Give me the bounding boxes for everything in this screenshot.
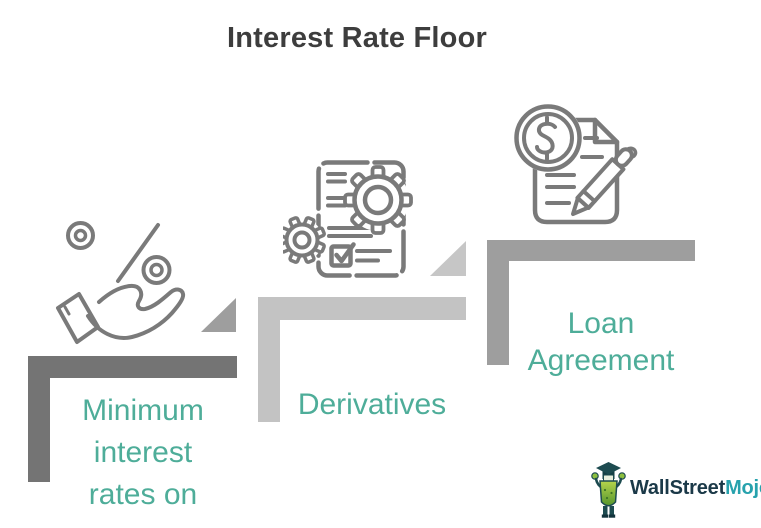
checkbox-glyph	[329, 244, 353, 268]
step-bar-3	[487, 240, 695, 365]
dollar-coin-glyph	[514, 104, 582, 172]
brand-text-mojo: Mojo	[725, 477, 761, 499]
step-label-3-line: Agreement	[527, 344, 675, 377]
step-label-2-line: Derivatives	[297, 388, 447, 421]
pen-glyph	[571, 146, 638, 216]
step-bar-2	[258, 297, 466, 422]
checkmark-glyph	[334, 242, 356, 264]
step-arrow-1	[201, 298, 236, 332]
brand-text-wallstreet: WallStreet	[630, 477, 726, 499]
step-label-1: Minimum interest rates on	[33, 390, 253, 516]
step-label-1-line: interest	[93, 436, 193, 469]
step-label-3-line: Loan	[567, 307, 635, 340]
wallstreetmojo-logo: WallStreetMojo	[630, 477, 761, 500]
dollar-coin-contract-pen-icon	[514, 104, 638, 225]
wallstreetmojo-mascot-icon	[591, 462, 626, 518]
step-label-3: Loan Agreement	[501, 305, 701, 379]
step-label-1-line: Minimum	[82, 394, 204, 427]
step-label-1-line: rates on	[88, 478, 198, 511]
step-arrow-2	[430, 241, 466, 276]
large-gear-glyph	[343, 165, 413, 235]
hand-offering-percent-icon	[56, 221, 186, 344]
document-gears-checklist-icon	[283, 160, 413, 278]
step-label-2: Derivatives	[272, 384, 472, 425]
small-gear-glyph	[283, 216, 326, 264]
step-bar-1	[28, 356, 237, 482]
page-title: Interest Rate Floor	[226, 22, 487, 54]
